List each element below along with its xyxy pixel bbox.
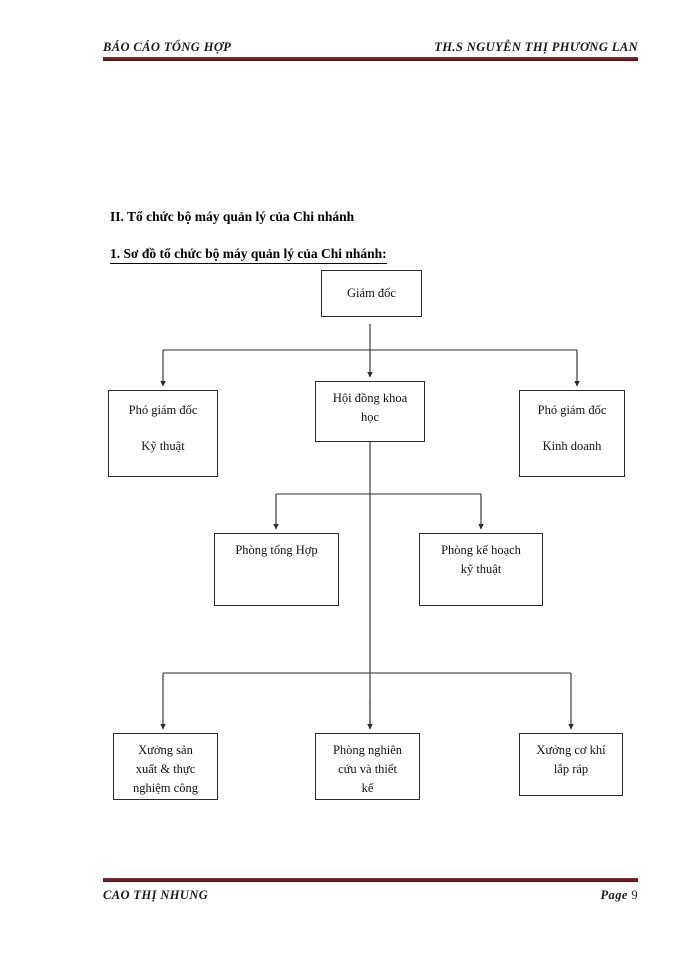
footer-rule-divider (103, 878, 638, 882)
node-label-line: Xưởng cơ khí (536, 743, 606, 757)
node-label-line: Phòng nghiên (332, 743, 403, 757)
footer-page-number: 9 (627, 888, 638, 902)
node-label-line: Phó giám đốc (537, 403, 607, 417)
footer-author-text: CAO THỊ NHUNG (103, 888, 209, 902)
node-hoi-dong-khoa-hoc[interactable]: Hội đồng khoa học (315, 381, 425, 442)
node-label-line: Kỹ thuật (141, 438, 185, 453)
node-label-line: Giám đốc (347, 286, 396, 301)
page-header: BÁO CÁO TỔNG HỢP TH.S NGUYỄN THỊ PHƯƠNG … (103, 40, 638, 62)
node-label-line: Phó giám đốc (128, 403, 198, 417)
node-xuong-co-khi-lap-rap[interactable]: Xưởng cơ khí lắp ráp (519, 733, 623, 796)
node-label-line: xuất & thực (135, 761, 196, 776)
node-label-line: cứu và thiết (338, 761, 397, 776)
node-label-line: Phòng tổng Hợp (235, 543, 318, 557)
node-label-line: Xưởng sản (138, 743, 193, 757)
page-footer: CAO THỊ NHUNG Page 9 (103, 888, 638, 910)
header-rule-divider (103, 57, 638, 61)
node-label-line: lắp ráp (553, 761, 589, 776)
section-heading: II. Tổ chức bộ máy quản lý của Chi nhánh (110, 209, 355, 224)
node-phong-tong-hop[interactable]: Phòng tổng Hợp (214, 533, 339, 606)
node-label-line: Kinh doanh (542, 438, 602, 453)
footer-page-label: Page (600, 888, 628, 902)
node-pho-giam-doc-ky-thuat[interactable]: Phó giám đốc Kỹ thuật (108, 390, 218, 477)
node-label-line: kế (361, 780, 374, 795)
node-giam-doc[interactable]: Giám đốc (321, 270, 422, 317)
header-right-text: TH.S NGUYỄN THỊ PHƯƠNG LAN (434, 40, 638, 54)
node-phong-nghien-cuu-thiet-ke[interactable]: Phòng nghiên cứu và thiết kế (315, 733, 420, 800)
node-label-line: Phòng kế hoạch (441, 543, 521, 557)
node-label-line: Hội đồng khoa (332, 391, 408, 405)
node-label-line: kỹ thuật (460, 561, 502, 576)
node-pho-giam-doc-kinh-doanh[interactable]: Phó giám đốc Kinh doanh (519, 390, 625, 477)
node-xuong-san-xuat-thuc-nghiem[interactable]: Xưởng sản xuất & thực nghiệm công (113, 733, 218, 800)
header-left-text: BÁO CÁO TỔNG HỢP (103, 40, 232, 54)
subsection-heading: 1. Sơ đồ tổ chức bộ máy quản lý của Chi … (110, 246, 387, 264)
node-label-line: học (360, 409, 380, 424)
footer-page-indicator: Page 9 (601, 888, 638, 903)
node-phong-ke-hoach-ky-thuat[interactable]: Phòng kế hoạch kỹ thuật (419, 533, 543, 606)
node-label-line: nghiệm công (133, 780, 198, 795)
